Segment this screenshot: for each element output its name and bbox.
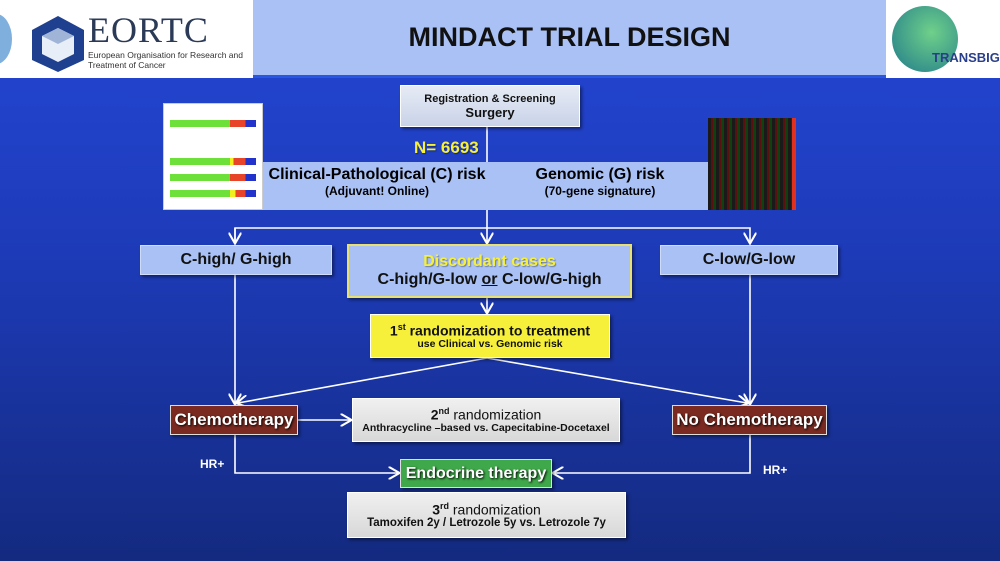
surgery-label: Surgery xyxy=(465,104,515,120)
n-count: N= 6693 xyxy=(414,138,479,157)
transbig-wordmark: TRANSBIG xyxy=(932,50,1000,65)
discordant-a: C-high/G-low xyxy=(377,271,478,288)
rand3-sup: rd xyxy=(439,500,449,511)
discordant-title: Discordant cases xyxy=(423,253,556,270)
discordant-box: Discordant cases C-high/G-low or C-low/G… xyxy=(347,244,632,298)
randomization-2-box: 2nd randomization Anthracycline –based v… xyxy=(352,398,620,442)
rand2-sub: Anthracycline –based vs. Capecitabine-Do… xyxy=(362,422,610,435)
globe-icon xyxy=(892,6,958,72)
genomic-risk: Genomic (G) risk (70-gene signature) xyxy=(500,166,700,198)
rand3-title: randomization xyxy=(448,501,541,518)
adjuvant-online-thumbnail xyxy=(163,103,263,210)
gene-heatmap-thumbnail xyxy=(708,118,796,210)
clinical-risk-title: Clinical-Pathological (C) risk xyxy=(268,166,486,183)
eortc-subtitle: European Organisation for Research and T… xyxy=(88,50,243,70)
registration-box: Registration & Screening Surgery xyxy=(400,85,580,127)
randomization-1-box: 1st randomization to treatment use Clini… xyxy=(370,314,610,358)
endocrine-therapy-box: Endocrine therapy xyxy=(400,459,552,488)
rand2-title: randomization xyxy=(449,406,542,423)
eortc-cube-icon xyxy=(32,16,84,72)
hr-positive-right: HR+ xyxy=(763,463,788,477)
rand3-number: 3 xyxy=(432,501,440,518)
hr-positive-left: HR+ xyxy=(200,457,225,471)
discordant-b: C-low/G-high xyxy=(501,271,602,288)
eortc-wordmark: EORTC xyxy=(88,10,209,50)
c-high-g-high-box: C-high/ G-high xyxy=(140,245,332,275)
eortc-logo: EORTC European Organisation for Research… xyxy=(0,0,253,78)
no-chemotherapy-box: No Chemotherapy xyxy=(672,405,827,435)
c-low-g-low-box: C-low/G-low xyxy=(660,245,838,275)
clinical-risk: Clinical-Pathological (C) risk (Adjuvant… xyxy=(262,166,492,198)
rand3-sub: Tamoxifen 2y / Letrozole 5y vs. Letrozol… xyxy=(367,517,606,530)
rand1-sub: use Clinical vs. Genomic risk xyxy=(417,338,563,351)
genomic-risk-sub: (70-gene signature) xyxy=(544,184,656,198)
discordant-or: or xyxy=(481,271,498,288)
clinical-risk-sub: (Adjuvant! Online) xyxy=(325,184,429,198)
genomic-risk-title: Genomic (G) risk xyxy=(535,166,665,183)
rand1-number: 1 xyxy=(389,322,398,339)
rand2-number: 2 xyxy=(430,406,439,423)
randomization-3-box: 3rd randomization Tamoxifen 2y / Letrozo… xyxy=(347,492,626,538)
rand1-sup: st xyxy=(397,321,406,332)
partial-logo-icon xyxy=(0,14,12,64)
registration-label: Registration & Screening xyxy=(424,92,556,105)
rand1-title: randomization to treatment xyxy=(405,322,591,339)
chemotherapy-box: Chemotherapy xyxy=(170,405,298,435)
rand2-sup: nd xyxy=(438,405,450,416)
transbig-logo: TRANSBIG xyxy=(886,0,1000,78)
risk-band xyxy=(255,162,710,210)
page-title: MINDACT TRIAL DESIGN xyxy=(408,22,731,52)
